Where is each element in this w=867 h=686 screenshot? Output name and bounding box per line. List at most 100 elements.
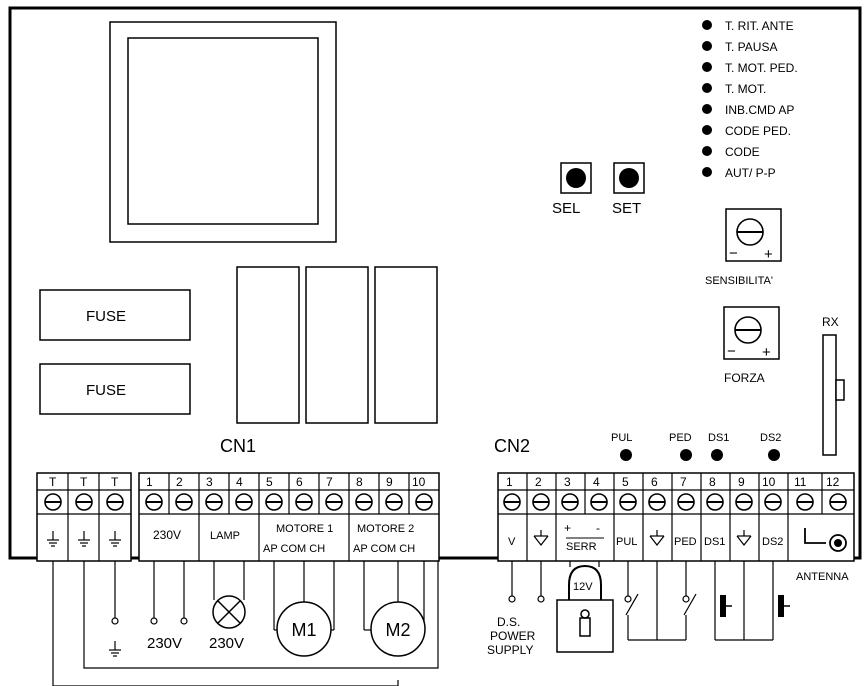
svg-text:1: 1	[506, 475, 513, 489]
set-button[interactable]	[613, 162, 645, 194]
svg-text:9: 9	[738, 475, 745, 489]
led-label: T. PAUSA	[725, 40, 777, 54]
svg-text:7: 7	[326, 475, 333, 489]
rx-label: RX	[822, 315, 839, 329]
sensibilita-label: SENSIBILITA'	[705, 275, 773, 287]
cn2-indicator-label: DS1	[708, 432, 729, 444]
cn1-group-motore1: MOTORE 1	[276, 523, 333, 535]
fuse-1: FUSE	[39, 289, 191, 341]
sel-button-label: SEL	[552, 200, 580, 217]
cn1-group-apcomch2: AP COM CH	[353, 543, 415, 555]
led-list: T. RIT. ANTE T. PAUSA T. MOT. PED. T. MO…	[702, 19, 798, 180]
svg-text:10: 10	[762, 475, 776, 489]
cn2-indicator-label: DS2	[760, 432, 781, 444]
cn2-terminal-minus: -	[596, 521, 600, 535]
lock-voltage-label: 12V	[573, 581, 593, 593]
svg-text:3: 3	[206, 475, 213, 489]
led-indicator	[702, 83, 712, 93]
led-label: AUT/ P-P	[725, 166, 776, 180]
external-wiring-cn2	[508, 561, 774, 641]
ds-power-supply-label: D.S.	[497, 615, 520, 629]
ds1-contact	[720, 595, 732, 617]
sensibilita-trimmer[interactable]	[725, 208, 782, 262]
antenna-label: ANTENNA	[796, 571, 849, 583]
svg-text:11: 11	[794, 475, 807, 489]
cn1-terminal-block: 1 2 3 4 5 6 7 8 9 10 230V LAMP MOTORE 1 …	[138, 472, 440, 562]
forza-label: FORZA	[724, 371, 765, 385]
cn2-indicator-led	[711, 449, 723, 461]
cn2-indicator-led	[768, 449, 780, 461]
cn2-terminal-ds1: DS1	[704, 536, 725, 548]
svg-text:6: 6	[296, 475, 303, 489]
svg-text:FUSE: FUSE	[86, 382, 126, 399]
svg-text:8: 8	[356, 475, 363, 489]
svg-text:7: 7	[680, 475, 687, 489]
led-indicator	[702, 146, 712, 156]
svg-text:6: 6	[651, 475, 658, 489]
led-indicator	[702, 20, 712, 30]
svg-text:M2: M2	[385, 620, 410, 640]
relay-1	[236, 266, 300, 424]
ds-power-supply-label: SUPPLY	[487, 643, 533, 657]
svg-text:10: 10	[412, 475, 426, 489]
cn2-terminal-serr: SERR	[566, 541, 597, 553]
ds2-contact	[778, 595, 790, 617]
svg-text:8: 8	[709, 475, 716, 489]
led-label: INB.CMD AP	[725, 103, 794, 117]
relay-3	[374, 266, 438, 424]
sensibilita-plus: +	[764, 246, 773, 263]
cn2-terminal-ped: PED	[674, 536, 697, 548]
set-button-label: SET	[612, 200, 641, 217]
cn1-group-230v: 230V	[153, 528, 181, 542]
cn1-earth-terminals: T T T	[36, 472, 132, 562]
svg-text:5: 5	[266, 475, 273, 489]
svg-text:FUSE: FUSE	[86, 308, 126, 325]
display-screen	[127, 37, 319, 225]
cn2-indicator-led	[620, 449, 632, 461]
forza-plus: +	[762, 344, 771, 361]
forza-minus: −	[727, 343, 736, 360]
ds-power-supply-label: POWER	[490, 629, 536, 643]
motor-1: M1	[276, 601, 332, 657]
external-ground-symbol	[108, 640, 122, 657]
svg-text:4: 4	[593, 475, 600, 489]
fuse-2: FUSE	[39, 363, 191, 415]
cn2-terminal-block: 1 2 3 4 5 6 7 8 9 10 11 12 V + - SERR PU…	[497, 472, 855, 562]
led-indicator	[702, 41, 712, 51]
led-indicator	[702, 104, 712, 114]
led-label: CODE	[725, 145, 760, 159]
cn2-terminal-ds2: DS2	[762, 536, 783, 548]
sel-button[interactable]	[560, 162, 592, 194]
antenna-connector	[804, 528, 826, 544]
relay-2	[305, 266, 369, 424]
cn2-indicator-led	[680, 449, 692, 461]
led-label: T. MOT. PED.	[725, 61, 798, 75]
cn1-group-apcomch1: AP COM CH	[263, 543, 325, 555]
led-label: CODE PED.	[725, 124, 791, 138]
led-label: T. RIT. ANTE	[725, 19, 794, 33]
svg-text:2: 2	[535, 475, 542, 489]
cn2-label: CN2	[494, 436, 530, 456]
svg-text:5: 5	[622, 475, 629, 489]
cn2-indicator-label: PUL	[611, 432, 632, 444]
cn1-group-lamp: LAMP	[210, 530, 240, 542]
svg-text:4: 4	[236, 475, 243, 489]
rx-module	[822, 334, 845, 456]
cn2-terminal-plus: +	[564, 521, 571, 535]
external-230v-label: 230V	[147, 635, 182, 652]
svg-text:T: T	[49, 475, 57, 489]
forza-trimmer[interactable]	[723, 306, 780, 360]
lamp-symbol	[212, 595, 246, 629]
svg-text:T: T	[111, 475, 119, 489]
led-indicator	[702, 125, 712, 135]
svg-text:2: 2	[176, 475, 183, 489]
cn1-group-motore2: MOTORE 2	[357, 523, 414, 535]
svg-text:M1: M1	[291, 620, 316, 640]
lamp-230v-label: 230V	[209, 635, 244, 652]
svg-text:9: 9	[386, 475, 393, 489]
cn2-terminal-v: V	[508, 536, 516, 548]
svg-text:3: 3	[564, 475, 571, 489]
svg-text:12: 12	[826, 475, 840, 489]
svg-text:T: T	[80, 475, 88, 489]
